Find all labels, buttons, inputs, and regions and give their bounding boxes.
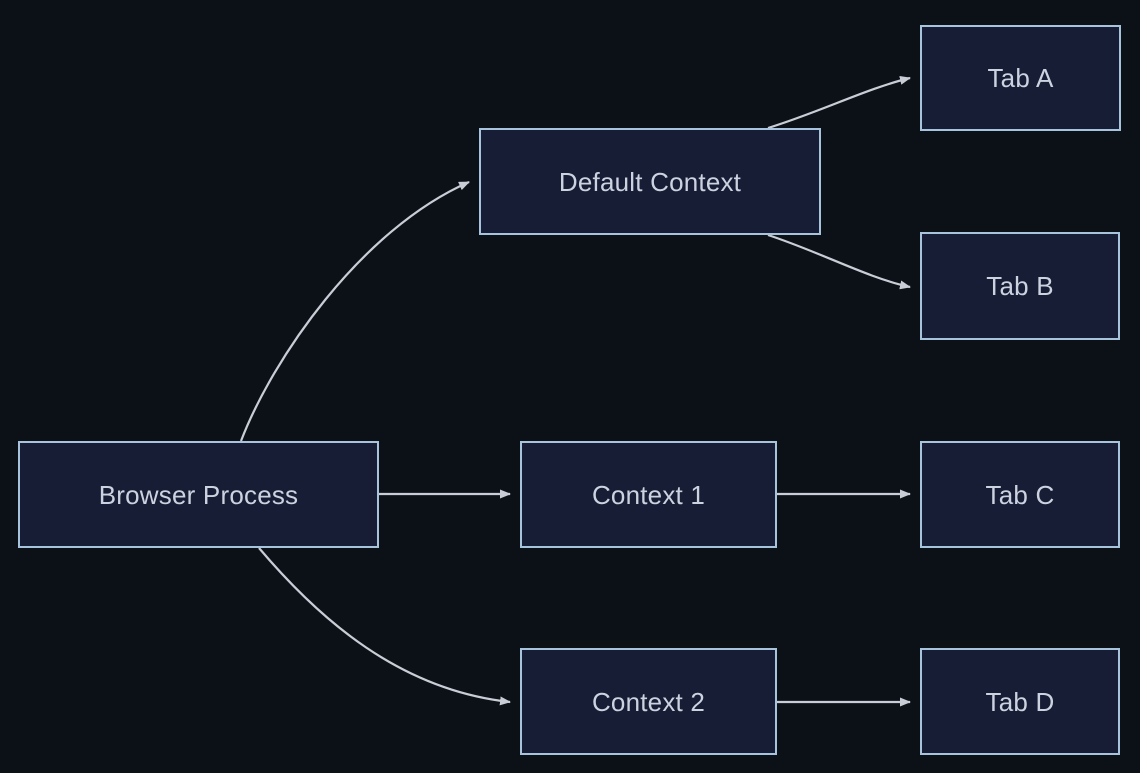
node-tab-b-label: Tab B [986,271,1054,301]
edge-browser-to-default-context [239,180,470,442]
edge-default-context-to-tab-a [767,75,911,130]
edge-browser-to-context-2 [258,547,511,706]
node-browser-process-label: Browser Process [98,479,299,510]
node-tab-a[interactable]: Tab A [920,25,1121,131]
node-context-1-label: Context 1 [591,479,706,510]
node-tab-b[interactable]: Tab B [920,232,1120,340]
node-tab-c-label: Tab C [985,479,1055,510]
node-tab-d-label: Tab D [985,686,1055,717]
node-tab-a-label: Tab A [987,63,1054,93]
node-tab-d[interactable]: Tab D [920,648,1120,755]
edge-default-context-to-tab-b [767,233,911,290]
node-tab-c[interactable]: Tab C [920,441,1120,548]
node-context-2[interactable]: Context 2 [520,648,777,755]
node-default-context-label: Default Context [558,166,742,197]
node-context-1[interactable]: Context 1 [520,441,777,548]
node-default-context[interactable]: Default Context [479,128,821,235]
node-browser-process[interactable]: Browser Process [18,441,379,548]
node-context-2-label: Context 2 [591,686,706,717]
